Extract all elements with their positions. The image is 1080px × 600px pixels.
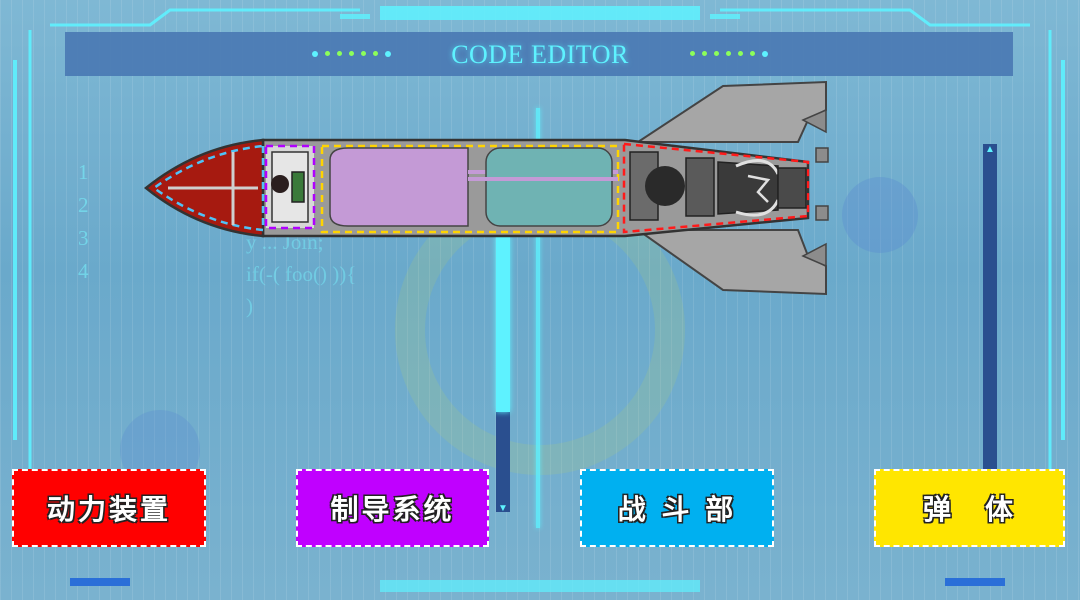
propulsion-button-label: 动力装置 <box>46 493 171 526</box>
title-dots-right <box>690 50 768 57</box>
line-numbers: 1 2 3 4 <box>78 156 118 288</box>
guidance-system-button[interactable]: 制导系统 <box>296 469 489 547</box>
line-number: 2 <box>78 193 89 217</box>
line-number: 1 <box>78 160 89 184</box>
tail-fin-bottom <box>634 229 827 296</box>
right-scrollbar[interactable]: ▲ <box>983 144 997 474</box>
editor-scrollbar[interactable]: ▼ <box>496 236 510 514</box>
line-number: 3 <box>78 226 89 250</box>
airframe-button-label: 弹 体 <box>922 493 1016 526</box>
warhead-button[interactable]: 战 斗 部 <box>580 469 774 547</box>
missile-diagram <box>144 80 829 296</box>
scrollbar-thumb[interactable] <box>496 236 510 412</box>
engine-section <box>622 142 810 234</box>
down-arrow-icon[interactable]: ▼ <box>498 503 508 514</box>
up-arrow-icon[interactable]: ▲ <box>985 144 995 155</box>
airframe-button[interactable]: 弹 体 <box>874 469 1065 547</box>
propulsion-button[interactable]: 动力装置 <box>12 469 206 547</box>
center-divider <box>536 108 540 528</box>
code-line: if(-( foo() )){ <box>246 262 357 286</box>
code-line: ) <box>246 294 253 318</box>
tail-fin-top <box>634 80 827 143</box>
warhead-button-label: 战 斗 部 <box>617 493 737 526</box>
title-bar <box>65 32 1013 76</box>
airframe-section <box>320 144 620 234</box>
title-dots-left <box>312 50 391 57</box>
line-number: 4 <box>78 259 89 283</box>
page-title: CODE EDITOR <box>451 40 629 69</box>
guidance-system-button-label: 制导系统 <box>330 493 455 526</box>
